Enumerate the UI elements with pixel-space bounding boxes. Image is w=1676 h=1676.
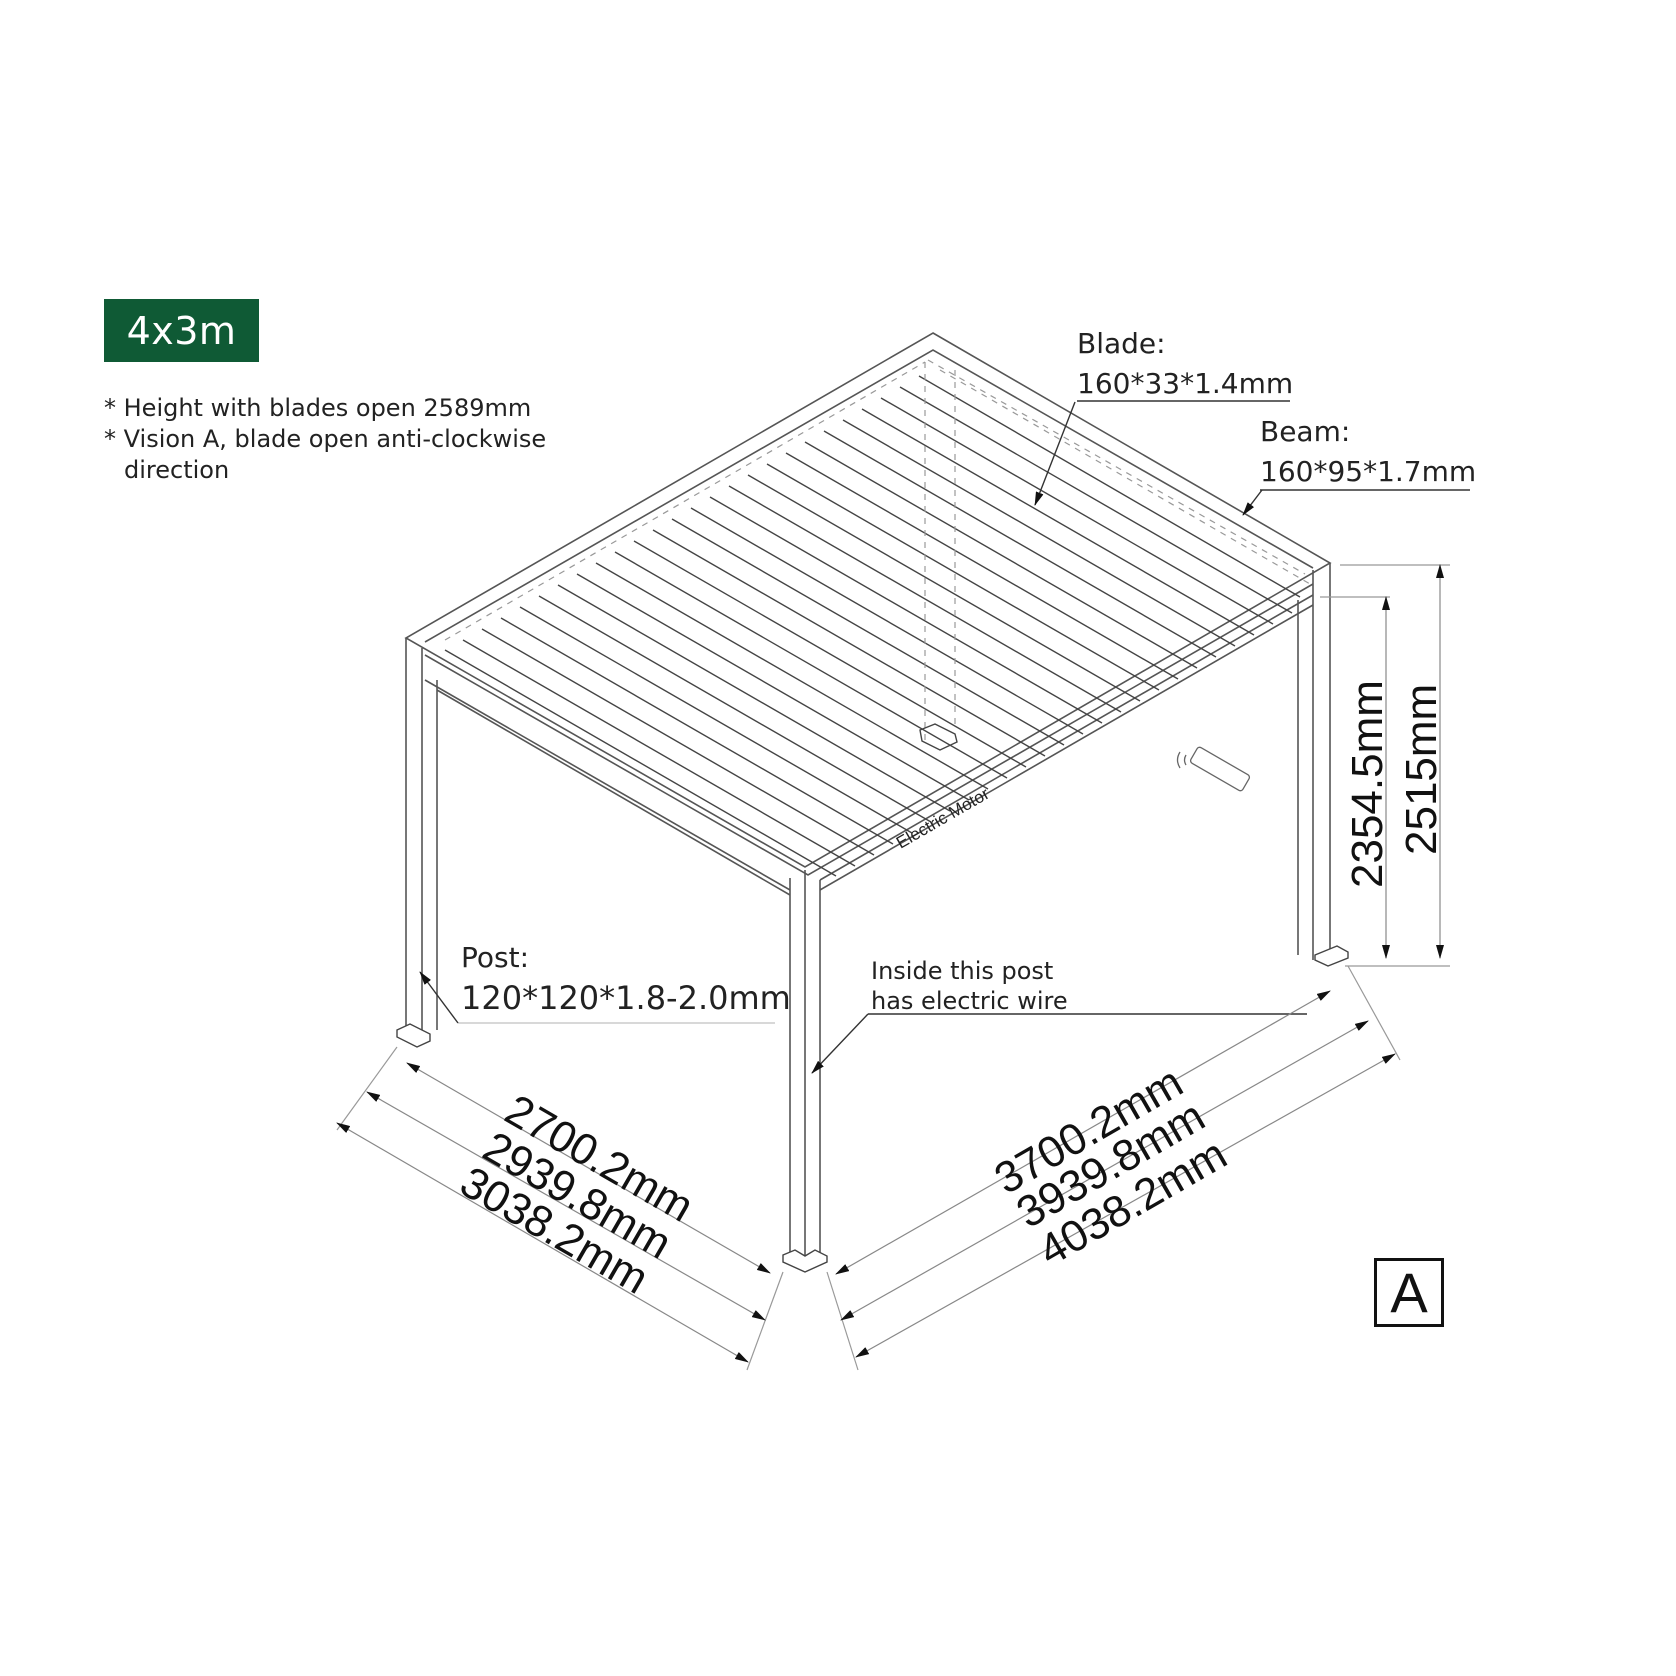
roof-blades bbox=[444, 375, 1301, 877]
beam-callout: Beam: 160*95*1.7mm bbox=[1260, 412, 1476, 492]
dimension-arrows bbox=[336, 564, 1444, 1363]
dim-height-2515: 2515mm bbox=[1397, 683, 1446, 855]
size-badge: 4x3m bbox=[104, 299, 259, 362]
blade-spec: 160*33*1.4mm bbox=[1077, 367, 1294, 400]
view-label: A bbox=[1374, 1258, 1444, 1327]
posts bbox=[405, 563, 1331, 1263]
post-feet bbox=[396, 945, 1349, 1273]
remote-control-icon bbox=[1176, 746, 1251, 792]
beam-title: Beam: bbox=[1260, 415, 1351, 448]
blade-title: Blade: bbox=[1077, 327, 1166, 360]
blade-callout: Blade: 160*33*1.4mm bbox=[1077, 324, 1293, 404]
dimension-lines bbox=[336, 564, 1450, 1371]
wire-line2: has electric wire bbox=[871, 987, 1068, 1015]
wire-callout: Inside this post has electric wire bbox=[871, 956, 1068, 1016]
notes: * Height with blades open 2589mm * Visio… bbox=[104, 393, 546, 486]
motor-bracket bbox=[919, 723, 958, 751]
wire-line1: Inside this post bbox=[871, 957, 1054, 985]
post-spec: 120*120*1.8-2.0mm bbox=[461, 979, 791, 1017]
dim-height-2354: 2354.5mm bbox=[1343, 680, 1392, 888]
post-title: Post: bbox=[461, 941, 530, 974]
hidden-lines bbox=[444, 359, 1311, 740]
note-height: * Height with blades open 2589mm bbox=[104, 394, 532, 422]
note-vision-cont: direction bbox=[124, 456, 230, 484]
beam-spec: 160*95*1.7mm bbox=[1260, 455, 1477, 488]
note-vision: * Vision A, blade open anti-clockwise bbox=[104, 425, 547, 453]
post-callout: Post: 120*120*1.8-2.0mm bbox=[461, 938, 791, 1018]
roof-frame bbox=[404, 332, 1332, 896]
